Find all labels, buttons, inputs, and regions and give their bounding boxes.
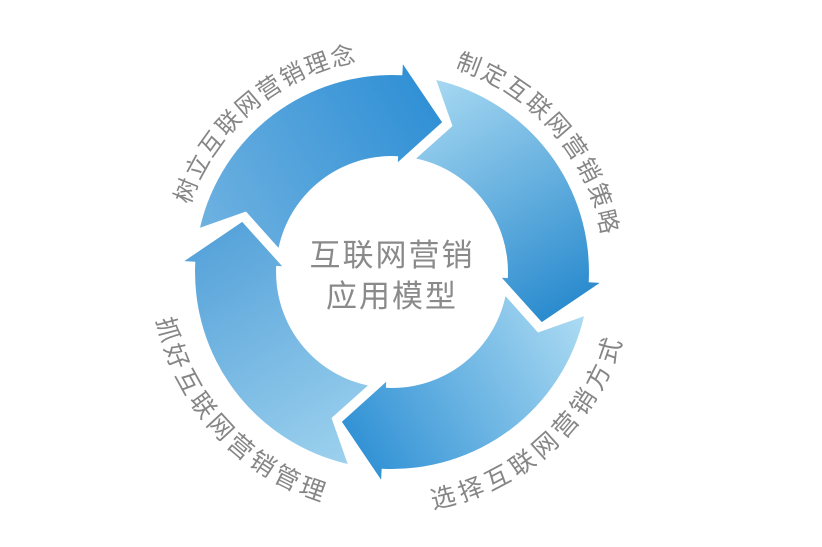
center-title-line2: 应用模型 bbox=[326, 279, 458, 315]
center-title-line1: 互联网营销 bbox=[310, 238, 475, 274]
cycle-arrow-top-left bbox=[200, 64, 443, 248]
